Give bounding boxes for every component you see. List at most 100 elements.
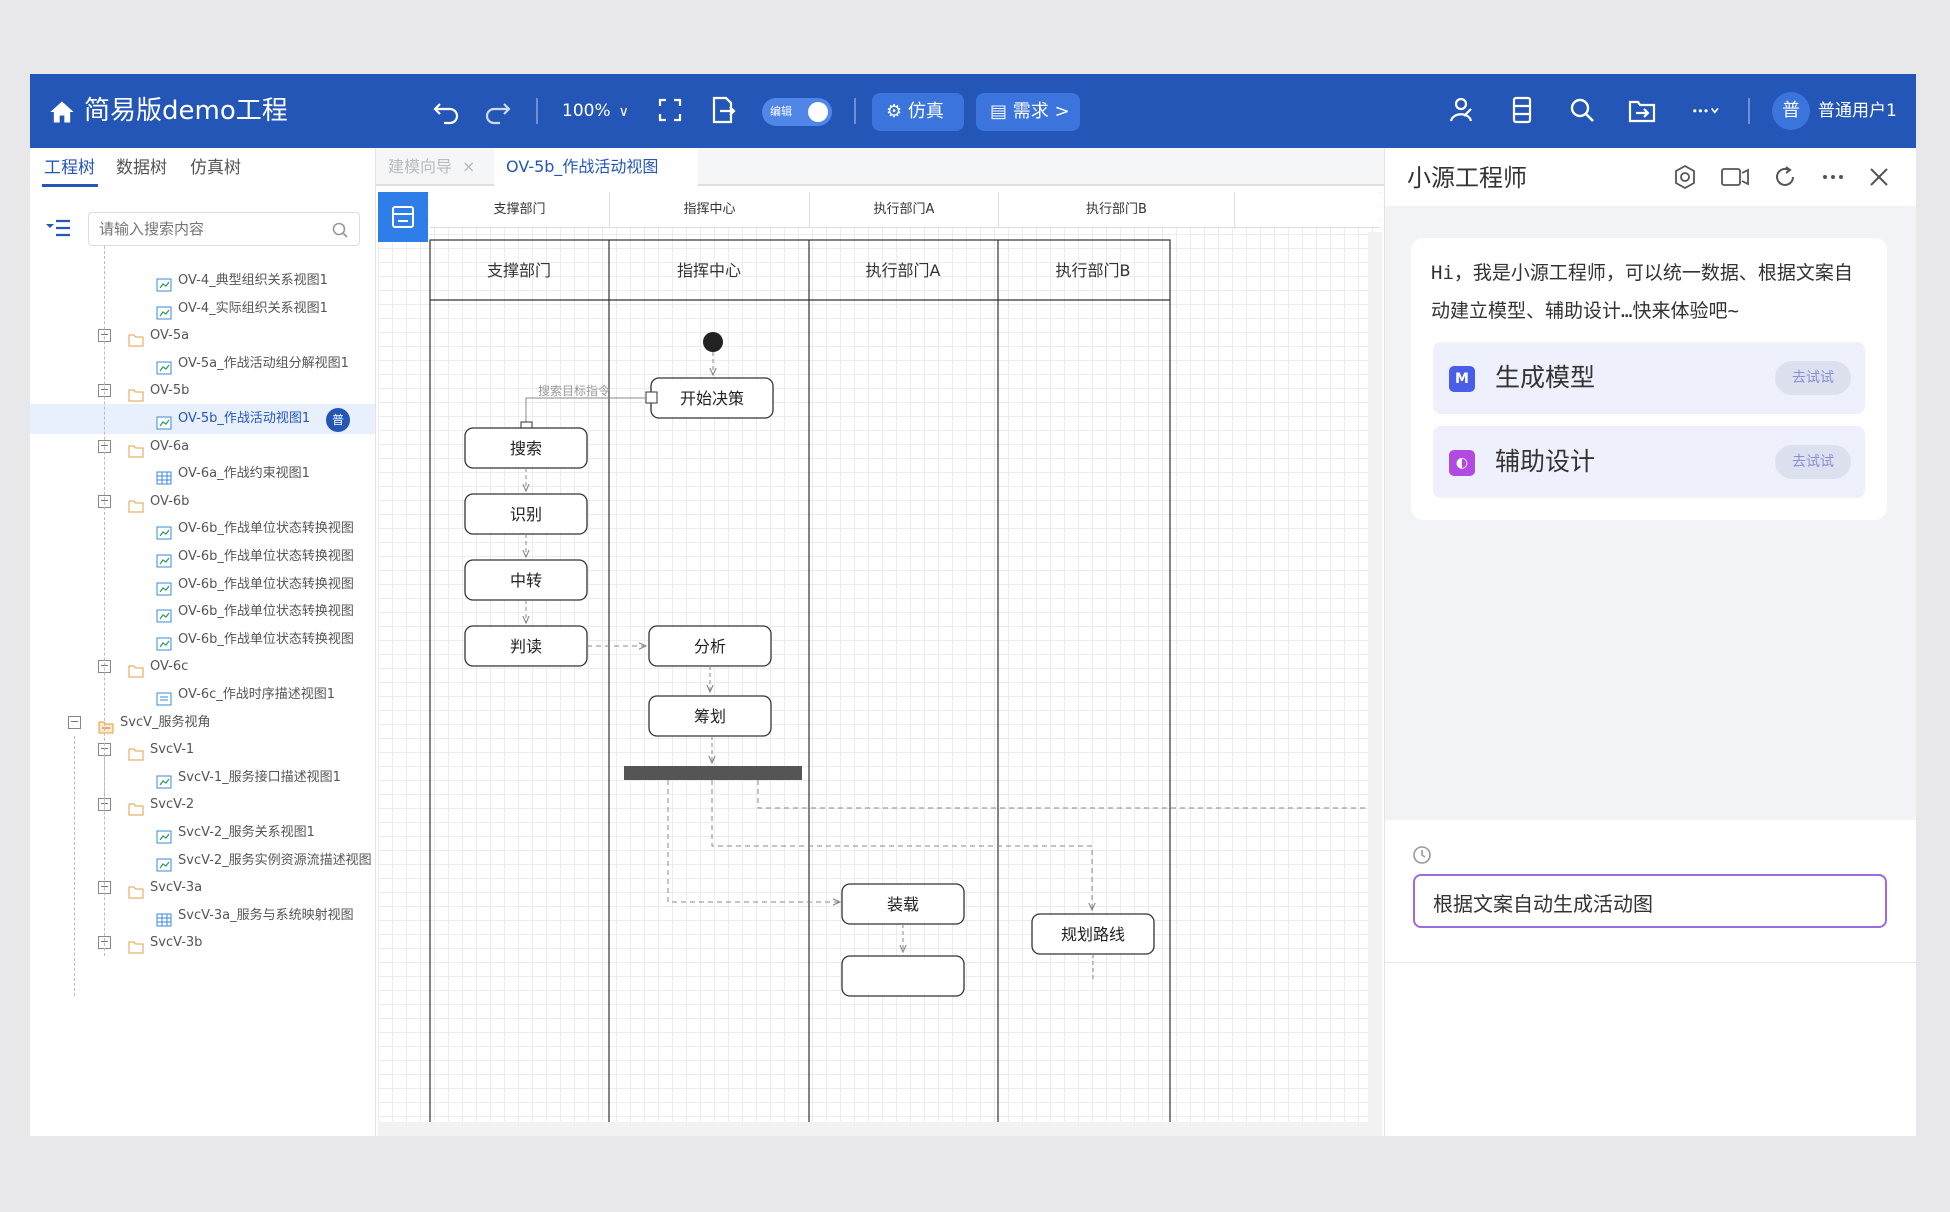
canvas-tabs: 建模向导× OV-5b_作战活动视图1× [376,148,1384,214]
avatar[interactable]: 普 [1772,92,1810,130]
tree-item-label: OV-6a [150,439,190,454]
simulate-label: 仿真 [907,101,944,122]
tree-guide [74,736,75,996]
export-icon[interactable] [706,94,738,126]
tree-item[interactable]: −SvcV_服务视角 [30,708,375,738]
lane-header[interactable]: 执行部门A [866,261,941,280]
tab-data-tree[interactable]: 数据树 [116,158,167,178]
ruler-cell[interactable]: 执行部门A [810,192,999,228]
tree-item[interactable]: −OV-6a [30,432,375,462]
tree-item[interactable]: SvcV-3a_服务与系统映射视图 [30,901,375,931]
editor-badge: 普 [326,408,350,432]
fork-bar[interactable] [624,766,802,780]
tree-item[interactable]: OV-6b_作战单位状态转换视图 [30,542,375,572]
lane-header[interactable]: 执行部门B [1056,261,1131,280]
save-icon [392,206,414,228]
zoom-select[interactable]: 100%∨ [562,98,629,125]
more-icon[interactable] [1690,94,1730,126]
node-plan[interactable] [648,695,772,737]
tree-item[interactable]: OV-6c_作战时序描述视图1 [30,680,375,710]
settings-icon[interactable] [1671,163,1699,191]
tree-item[interactable]: OV-6b_作战单位状态转换视图 [30,570,375,600]
tree-guide [104,246,105,806]
assistant-footer [1385,962,1916,1120]
folder-icon [128,881,144,899]
close-icon[interactable] [1865,163,1893,191]
tree-item[interactable]: OV-6b_作战单位状态转换视图 [30,625,375,655]
tree-item[interactable]: −OV-5a [30,321,375,351]
lane-header[interactable]: 支撑部门 [487,261,551,280]
prompt-input[interactable] [1433,888,1863,916]
database-icon[interactable] [1506,94,1538,126]
tree-item[interactable]: −OV-5b [30,376,375,406]
requirement-label: 需求 [1012,101,1049,122]
tree-item[interactable]: −SvcV-2 [30,790,375,820]
try-button[interactable]: 去试试 [1775,445,1851,479]
tree-item[interactable]: −SvcV-3b [30,928,375,958]
redo-icon[interactable] [482,94,514,126]
username[interactable]: 普通用户1 [1818,101,1897,121]
requirement-button[interactable]: ▤ 需求 > [976,93,1080,131]
tree-item[interactable]: OV-6a_作战约束视图1 [30,459,375,489]
collapse-icon[interactable]: − [68,715,81,729]
generate-model-action[interactable]: M 生成模型 去试试 [1433,342,1865,414]
initial-node[interactable] [703,332,723,352]
tree-item-label: OV-5a_作战活动组分解视图1 [178,356,349,371]
tree-item[interactable]: OV-5a_作战活动组分解视图1 [30,349,375,379]
edit-toggle[interactable]: 编辑 [762,98,832,126]
activity-diagram: 支撑部门 指挥中心 执行部门A 执行部门B 开始决策 搜索目标指令 搜索 [429,239,1378,1136]
ruler-cell[interactable]: 支撑部门 [430,192,610,228]
tree-item-label: OV-6c_作战时序描述视图1 [178,687,336,702]
ruler-cell[interactable]: 执行部门B [999,192,1235,228]
tree-item[interactable]: −SvcV-3a [30,873,375,903]
tab-project-tree[interactable]: 工程树 [44,158,95,178]
fullscreen-icon[interactable] [654,94,686,126]
diagram-canvas[interactable]: 支撑部门 指挥中心 执行部门A 执行部门B 开始决策 搜索目标指令 搜索 [378,192,1382,1136]
vertical-scrollbar[interactable] [1368,232,1382,1122]
tree-item[interactable]: OV-6b_作战单位状态转换视图 [30,597,375,627]
simulate-button[interactable]: ⚙ 仿真 [872,93,964,131]
diagram-view-icon [156,550,172,568]
top-bar: 简易版demo工程 100%∨ 编辑 ⚙ 仿真 ▤ 需求 > 普 普通用户1 [30,74,1916,148]
tree-item[interactable]: SvcV-2_服务关系视图1 [30,818,375,848]
assist-design-action[interactable]: ◐ 辅助设计 去试试 [1433,426,1865,498]
history-icon[interactable] [1411,844,1433,866]
refresh-icon[interactable] [1771,163,1799,191]
tree-item[interactable]: −OV-6b [30,487,375,517]
close-icon[interactable]: × [462,157,476,176]
tab-simulation-tree[interactable]: 仿真树 [190,158,241,178]
tree-item-label: OV-4_实际组织关系视图1 [178,301,328,316]
tree-item-label: OV-6b_作战单位状态转换视图 [178,577,354,592]
search-icon[interactable] [331,221,349,239]
tree-item[interactable]: OV-4_实际组织关系视图1 [30,294,375,324]
assistant-chat: Hi，我是小源工程师，可以统一数据、根据文案自动建立模型、辅助设计…快来体验吧~… [1385,206,1916,820]
tree-item[interactable]: SvcV-1_服务接口描述视图1 [30,763,375,793]
tree-item[interactable]: SvcV-2_服务实例资源流描述视图 [30,846,375,876]
lane-header[interactable]: 指挥中心 [677,261,741,280]
undo-icon[interactable] [430,94,462,126]
tree-item[interactable]: OV-4_典型组织关系视图1 [30,266,375,296]
ruler-cell[interactable]: 指挥中心 [610,192,810,228]
import-icon[interactable] [1626,94,1658,126]
try-button[interactable]: 去试试 [1775,361,1851,395]
more-icon[interactable] [1819,163,1847,191]
tree-search-box[interactable] [88,212,360,246]
horizontal-scrollbar[interactable] [378,1122,1382,1136]
tree-filter-icon[interactable] [44,218,72,238]
tree-search-input[interactable] [99,217,319,241]
document-icon: ▤ [990,101,1008,122]
tree-item-label: OV-5a [150,328,190,343]
tab-ov5b-view[interactable]: OV-5b_作战活动视图1× [494,148,698,214]
diagram-view-icon [156,274,172,292]
prompt-box[interactable] [1413,874,1887,928]
user-manage-icon[interactable] [1446,94,1478,126]
tree-item[interactable]: −SvcV-1 [30,735,375,765]
search-icon[interactable] [1566,94,1598,126]
palette-toggle[interactable] [378,192,428,242]
tree-item[interactable]: OV-6b_作战单位状态转换视图 [30,514,375,544]
tab-modeling-wizard[interactable]: 建模向导× [376,148,494,186]
video-icon[interactable] [1719,163,1751,191]
home-icon[interactable] [48,98,76,126]
tree-item[interactable]: −OV-6c [30,652,375,682]
